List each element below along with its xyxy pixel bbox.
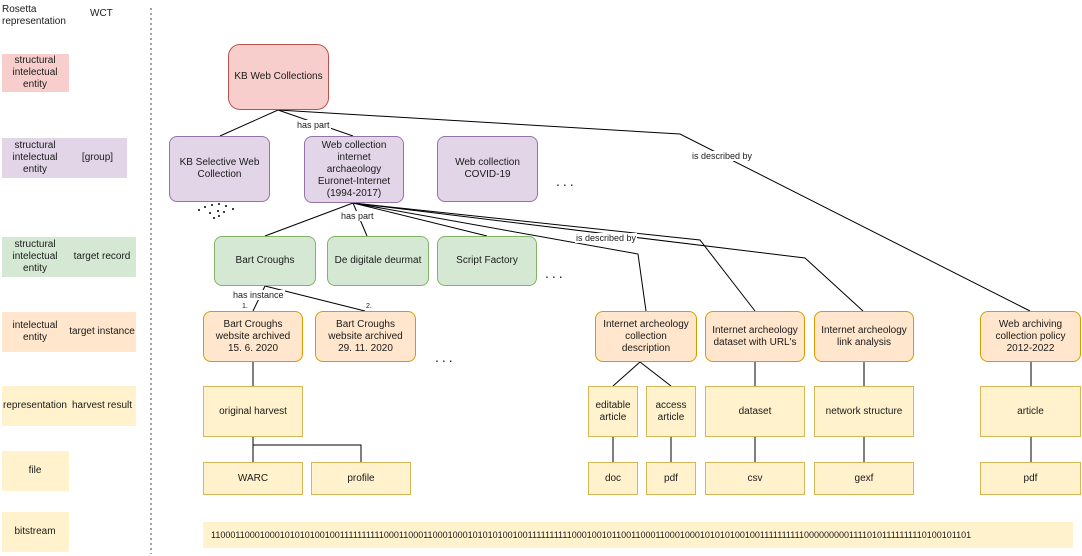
ellipsis-instances: ... [435, 349, 456, 365]
ellipsis-groups: ... [556, 173, 577, 189]
node-digitale-deurmat[interactable]: De digitale deurmat [327, 236, 429, 286]
band-representation: representation harvest result [2, 386, 136, 426]
node-doc[interactable]: doc [588, 462, 638, 495]
node-original-harvest[interactable]: original harvest [203, 386, 303, 437]
edge-root-kbselective [219, 109, 279, 137]
band-structural-ie: structural intelectual entity [2, 54, 69, 92]
edge-root-policy [277, 109, 1031, 312]
node-article[interactable]: article [980, 386, 1081, 437]
node-editable-article[interactable]: editable article [588, 386, 638, 437]
label-has-part-2: has part [340, 211, 375, 221]
ellipsis-targets: ... [545, 265, 566, 281]
edge-desc-editable [612, 361, 641, 387]
edge-harvest-profile [253, 444, 362, 462]
node-access-article[interactable]: access article [646, 386, 696, 437]
band-rosetta-label: representation [3, 400, 67, 411]
band-rosetta-label: intelectual entity [12, 320, 58, 343]
node-csv[interactable]: csv [705, 462, 805, 495]
label-num-1: 1. [242, 303, 248, 310]
node-bart-website-1[interactable]: Bart Croughs website archived 15. 6. 202… [203, 311, 303, 362]
node-bart-website-2[interactable]: Bart Croughs website archived 29. 11. 20… [315, 311, 416, 362]
edge-ia-scriptfactory [352, 202, 488, 237]
node-ia-dataset[interactable]: Internet archeology dataset with URL's [705, 311, 805, 362]
band-wct-label: [group] [81, 152, 114, 163]
node-profile[interactable]: profile [311, 462, 411, 495]
band-bitstream: bitstream [2, 512, 69, 552]
edge-desc-access [639, 361, 672, 387]
rosetta-header: Rosetta representation [2, 4, 66, 27]
band-rosetta-label: structural intelectual entity [12, 239, 58, 274]
node-gexf[interactable]: gexf [814, 462, 914, 495]
node-covid[interactable]: Web collection COVID-19 [437, 136, 538, 202]
node-pdf-access[interactable]: pdf [646, 462, 696, 495]
node-kb-web-collections[interactable]: KB Web Collections [228, 44, 329, 110]
band-file: file [2, 451, 69, 491]
node-pdf-policy[interactable]: pdf [980, 462, 1081, 495]
wct-header: WCT [90, 8, 113, 19]
band-structural-group: structural intelectual entity [group] [2, 138, 127, 178]
edge-ia-link [352, 202, 864, 312]
node-collection-policy[interactable]: Web archiving collection policy 2012-202… [980, 311, 1081, 362]
label-has-part-1: has part [296, 120, 331, 130]
band-rosetta-label: structural intelectual entity [12, 55, 58, 90]
node-bitstream[interactable]: 1100011000100010101010010011111111110001… [203, 522, 1073, 548]
band-ie-instance: intelectual entity target instance [2, 312, 136, 352]
label-has-instance: has instance [232, 290, 285, 300]
band-rosetta-label: bitstream [14, 526, 56, 537]
edge-ia-bart [264, 202, 354, 237]
node-kb-selective[interactable]: KB Selective Web Collection [169, 136, 270, 202]
node-script-factory[interactable]: Script Factory [437, 236, 537, 286]
edge-ia-desc [352, 202, 647, 312]
node-ia-description[interactable]: Internet archeology collection descripti… [595, 311, 697, 362]
node-warc[interactable]: WARC [203, 462, 303, 495]
band-rosetta-label: file [28, 465, 42, 476]
band-wct-label: target instance [69, 326, 135, 337]
node-dataset[interactable]: dataset [705, 386, 805, 437]
label-num-2: 2. [366, 303, 372, 310]
band-wct-label: target record [73, 251, 131, 262]
node-ia-link-analysis[interactable]: Internet archeology link analysis [814, 311, 914, 362]
node-bart-croughs[interactable]: Bart Croughs [214, 236, 316, 286]
kb-selective-fan-dots [198, 203, 234, 219]
band-rosetta-label: structural intelectual entity [12, 140, 58, 175]
band-wct-label: harvest result [71, 400, 133, 411]
label-is-described-by-1: is described by [691, 151, 754, 161]
band-structural-target: structural intelectual entity target rec… [2, 237, 136, 277]
label-is-described-by-2: is described by [575, 233, 638, 243]
edge-ia-dataset [352, 202, 756, 312]
node-internet-archaeology[interactable]: Web collection internet archaeology Euro… [304, 136, 404, 203]
node-network-structure[interactable]: network structure [814, 386, 914, 437]
